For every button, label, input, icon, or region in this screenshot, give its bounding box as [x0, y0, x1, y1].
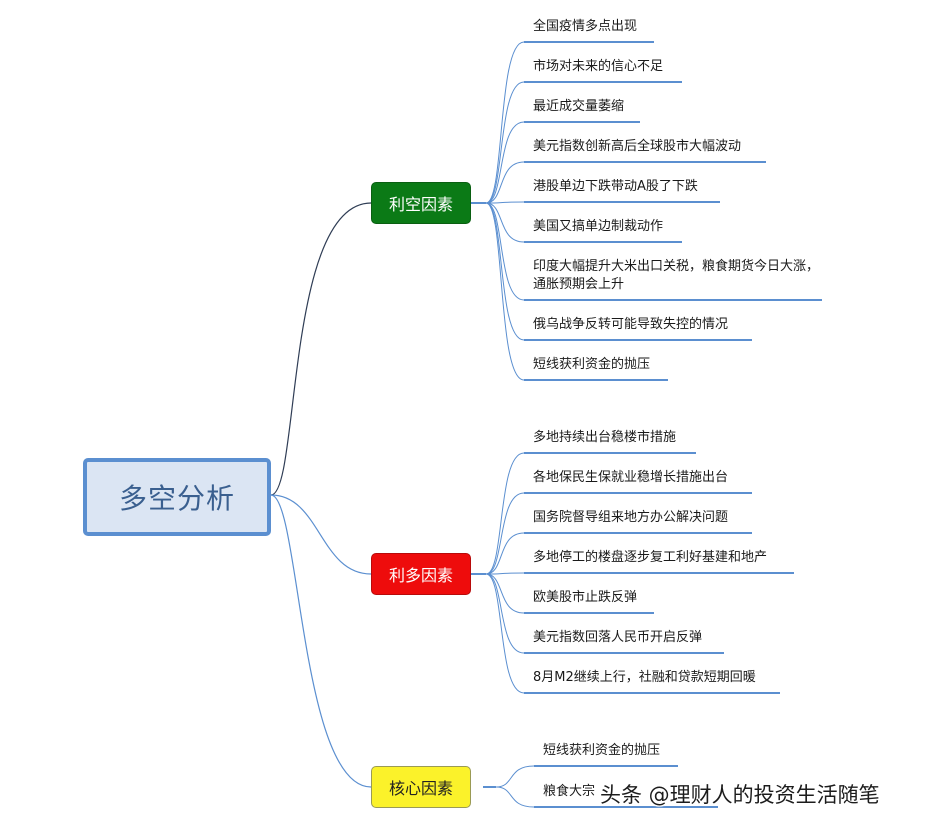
branch-core-label: 核心因素 — [388, 779, 453, 798]
connector-leaf-1-0 — [485, 452, 525, 575]
connector-leaf-1-5 — [485, 573, 525, 654]
leaf-core-1[interactable]: 短线获利资金的抛压 — [543, 743, 661, 758]
leaf-bullish-5[interactable]: 欧美股市止跌反弹 — [533, 590, 638, 605]
connector-root-core — [270, 494, 372, 788]
leaf-bearish-7[interactable]: 印度大幅提升大米出口关税，粮食期货今日大涨，通胀预期会上升 — [533, 259, 820, 292]
connector-leaf-0-8 — [485, 202, 525, 381]
leaf-bearish-9[interactable]: 短线获利资金的抛压 — [533, 357, 651, 372]
root-topic-label: 多空分析 — [118, 482, 235, 515]
leaf-bearish-3[interactable]: 最近成交量萎缩 — [533, 99, 625, 114]
leaf-bullish-7[interactable]: 8月M2继续上行，社融和贷款短期回暖 — [533, 670, 756, 685]
connector-root-bullish — [270, 494, 372, 575]
leaf-bullish-4[interactable]: 多地停工的楼盘逐步复工利好基建和地产 — [533, 550, 768, 565]
connector-leaf-0-5 — [485, 202, 525, 243]
connector-leaf-1-3 — [485, 572, 525, 575]
connector-leaf-1-6 — [485, 573, 525, 694]
watermark-text: 头条 @理财人的投资生活随笔 — [600, 783, 880, 807]
connector-leaf-2-1 — [495, 786, 535, 808]
leaf-bullish-3[interactable]: 国务院督导组来地方办公解决问题 — [533, 510, 729, 525]
leaf-core-2[interactable]: 粮食大宗 — [543, 784, 596, 799]
branch-bearish-label: 利空因素 — [388, 195, 453, 214]
leaf-bearish-6[interactable]: 美国又搞单边制裁动作 — [533, 219, 664, 234]
connector-root-bearish — [270, 202, 372, 496]
leaf-bearish-8[interactable]: 俄乌战争反转可能导致失控的情况 — [533, 317, 729, 332]
connector-leaf-1-1 — [485, 492, 525, 575]
root-topic[interactable]: 多空分析 — [83, 458, 271, 536]
leaf-bearish-2[interactable]: 市场对未来的信心不足 — [533, 59, 664, 74]
connector-leaf-2-0 — [495, 765, 535, 788]
connector-leaf-1-2 — [485, 532, 525, 575]
leaf-bullish-1[interactable]: 多地持续出台稳楼市措施 — [533, 430, 677, 445]
branch-core-factors[interactable]: 核心因素 — [371, 766, 471, 808]
leaf-bearish-4[interactable]: 美元指数创新高后全球股市大幅波动 — [533, 139, 742, 154]
connector-leaf-0-6 — [485, 202, 525, 301]
connector-leaf-0-1 — [485, 81, 525, 204]
connector-leaf-0-3 — [485, 161, 525, 204]
leaf-bullish-2[interactable]: 各地保民生保就业稳增长措施出台 — [533, 470, 729, 485]
leaf-bullish-6[interactable]: 美元指数回落人民币开启反弹 — [533, 630, 703, 645]
branch-bullish-label: 利多因素 — [388, 566, 453, 585]
leaf-bearish-5[interactable]: 港股单边下跌带动A股了下跌 — [533, 179, 698, 194]
leaf-bearish-1[interactable]: 全国疫情多点出现 — [533, 19, 638, 34]
connector-leaf-1-4 — [485, 573, 525, 614]
connector-leaf-0-2 — [485, 121, 525, 204]
branch-bullish-factors[interactable]: 利多因素 — [371, 553, 471, 595]
connector-leaf-0-4 — [485, 201, 525, 204]
connector-leaf-0-0 — [485, 41, 525, 204]
branch-bearish-factors[interactable]: 利空因素 — [371, 182, 471, 224]
